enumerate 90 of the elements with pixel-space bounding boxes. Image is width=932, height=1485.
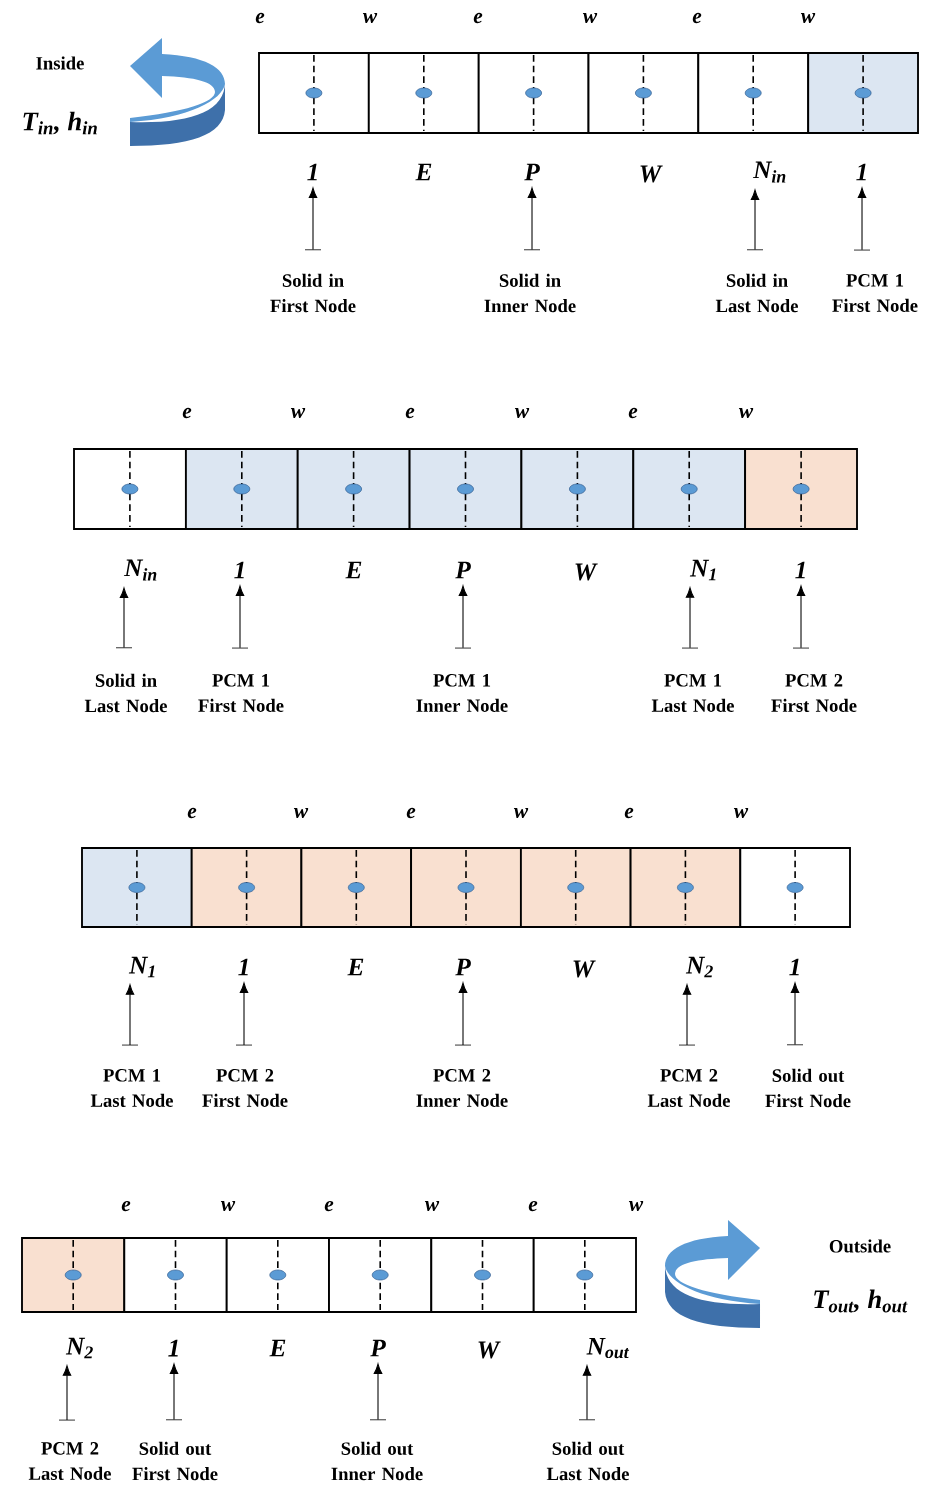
node-description: PCM 2 Inner Node	[416, 1069, 508, 1107]
grid-point-label: N$_{1}$	[689, 559, 716, 581]
grid-point-label: P	[455, 561, 471, 579]
grid-point-label: P	[455, 958, 471, 976]
face-label: w	[290, 408, 306, 418]
face-label: w	[220, 1201, 236, 1211]
node-description: Solid in Last Node	[715, 273, 798, 313]
node-description: Solid out Inner Node	[331, 1441, 423, 1481]
grid-point-label: 1	[307, 163, 317, 181]
side-label: Inside	[36, 56, 84, 70]
arrow	[853, 187, 871, 251]
arrow	[578, 1365, 596, 1421]
grid-point-label: W	[478, 1341, 501, 1359]
arrow	[235, 982, 253, 1046]
grid-point-label: 1	[234, 561, 244, 579]
node-description: PCM 2 Last Node	[647, 1069, 730, 1107]
face-label: e	[324, 1200, 334, 1212]
node-description: Solid in First Node	[270, 273, 356, 313]
arrow	[58, 1365, 76, 1421]
face-label: e	[692, 12, 702, 24]
boundary-condition: T$_{out}$, h$_{out}$	[814, 1289, 908, 1313]
node-description: Solid out First Node	[132, 1441, 218, 1481]
grid-point-label: E	[345, 561, 362, 579]
grid-point-label: E	[347, 958, 364, 976]
face-label: e	[187, 807, 197, 819]
node-description: Solid out Last Node	[546, 1441, 629, 1481]
face-label: w	[513, 808, 529, 818]
node-description: PCM 2 Last Node	[28, 1442, 111, 1480]
face-label: w	[738, 408, 754, 418]
face-label: w	[628, 1201, 644, 1211]
face-label: w	[733, 808, 749, 818]
grid-point-label: W	[573, 960, 596, 978]
face-label: w	[582, 13, 598, 23]
boundary-condition: T$_{in}$, h$_{in}$	[23, 111, 97, 135]
face-label: e	[255, 12, 265, 24]
grid-point-label: W	[640, 165, 663, 183]
grid-point-label: P	[370, 1339, 386, 1357]
node-description: Solid in Inner Node	[484, 273, 576, 313]
grid-point-label: P	[524, 163, 540, 181]
arrow	[746, 189, 764, 251]
arrow	[454, 585, 472, 649]
face-label: e	[473, 12, 483, 24]
face-label: e	[628, 407, 638, 419]
node-description: Solid in Last Node	[84, 673, 167, 713]
grid-point-label: N$_{2}$	[65, 1337, 93, 1359]
face-label: w	[514, 408, 530, 418]
grid-point-label: E	[415, 163, 432, 181]
face-label: e	[405, 407, 415, 419]
arrow	[523, 187, 541, 251]
arrow	[369, 1363, 387, 1421]
grid-point-label: N$_{in}$	[752, 161, 786, 183]
grid-point-label: 1	[238, 958, 248, 976]
arrow	[678, 984, 696, 1046]
grid-point-label: N$_{1}$	[128, 956, 155, 978]
arrow	[786, 982, 804, 1046]
face-label: e	[182, 407, 192, 419]
node-description: Solid out First Node	[765, 1068, 851, 1108]
node-description: PCM 1 Last Node	[651, 674, 734, 712]
face-label: e	[624, 807, 634, 819]
face-label: e	[406, 807, 416, 819]
face-label: w	[362, 13, 378, 23]
face-label: w	[424, 1201, 440, 1211]
face-label: e	[528, 1200, 538, 1212]
face-label: w	[293, 808, 309, 818]
grid-point-label: N$_{out}$	[586, 1337, 630, 1359]
arrow	[115, 587, 133, 649]
node-description: PCM 2 First Node	[771, 674, 857, 712]
node-description: PCM 1 First Node	[198, 674, 284, 712]
node-description: PCM 2 First Node	[202, 1069, 288, 1107]
grid-point-label: 1	[795, 561, 805, 579]
node-description: PCM 1 First Node	[832, 274, 918, 312]
arrow	[454, 982, 472, 1046]
grid-point-label: 1	[789, 958, 799, 976]
side-label: Outside	[829, 1239, 891, 1253]
arrow	[231, 585, 249, 649]
arrow	[304, 187, 322, 251]
node-description: PCM 1 Inner Node	[416, 674, 508, 712]
grid-point-label: N$_{in}$	[123, 559, 157, 581]
grid-point-label: 1	[168, 1339, 178, 1357]
grid-point-label: 1	[856, 163, 866, 181]
grid-point-label: E	[269, 1339, 286, 1357]
arrow	[792, 585, 810, 649]
grid-point-label: N$_{2}$	[685, 956, 713, 978]
arrow	[165, 1363, 183, 1421]
arrow	[681, 587, 699, 649]
node-description: PCM 1 Last Node	[90, 1069, 173, 1107]
face-label: w	[800, 13, 816, 23]
arrow	[121, 984, 139, 1046]
face-label: e	[121, 1200, 131, 1212]
grid-point-label: W	[575, 563, 598, 581]
